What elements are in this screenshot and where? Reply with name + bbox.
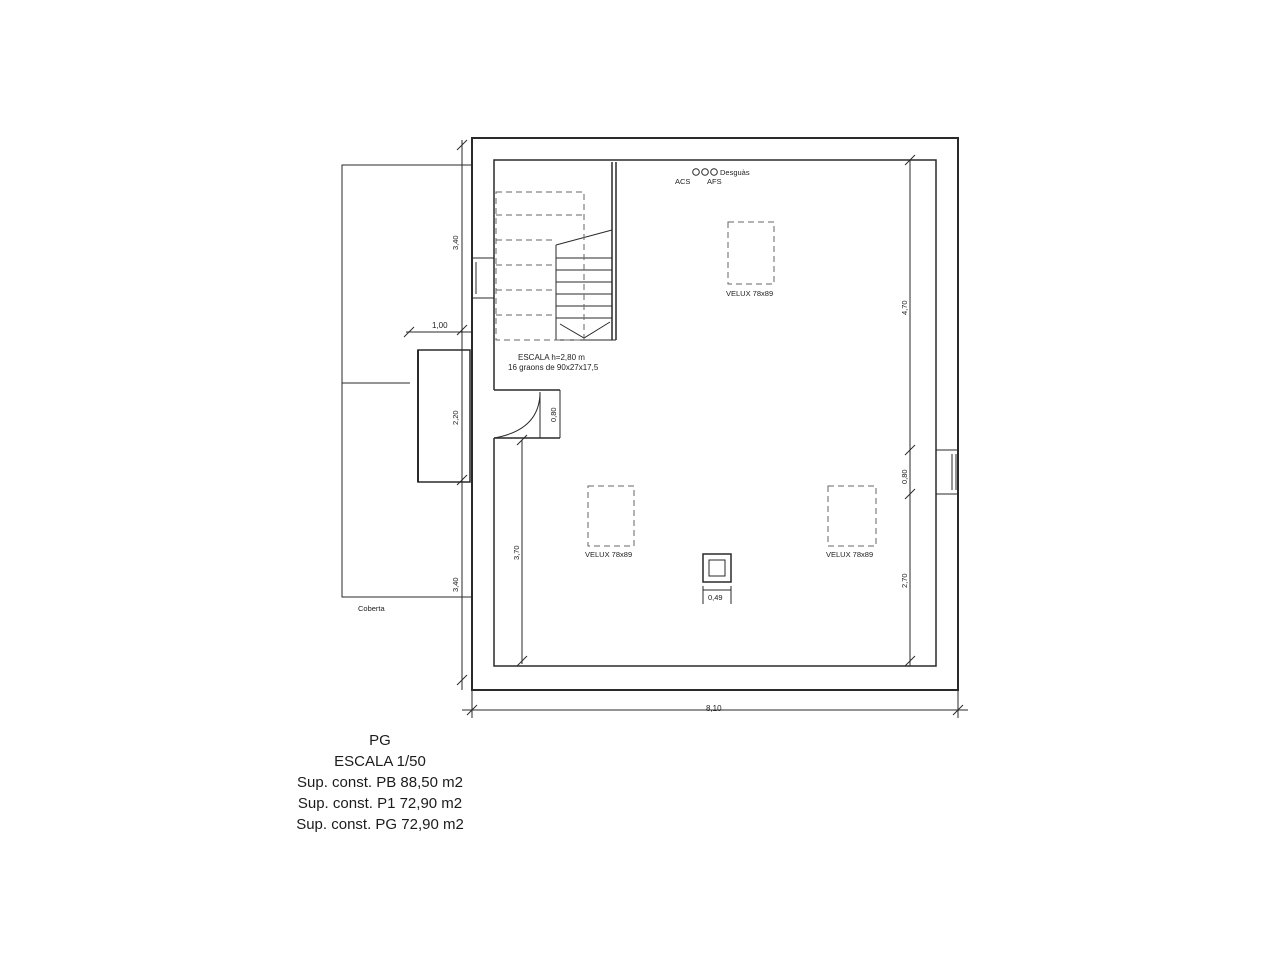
dimension-lines: 8,10 3,40 2,20 3,40 1,00 0,80 3,70 4,70 … [403, 139, 968, 718]
total-width-dimension: 8,10 [706, 704, 722, 713]
roof-width-dimension: 1,00 [432, 321, 448, 330]
outer-walls [471, 137, 959, 691]
utilities: Desguàs ACS AFS [675, 168, 750, 186]
drain-label: Desguàs [720, 168, 750, 177]
skylight-right: VELUX 78x89 [826, 485, 877, 559]
chimney-dimension: 0,49 [708, 593, 723, 602]
roof-height-bottom: 3,40 [451, 577, 460, 592]
right-bottom-dimension: 2,70 [900, 573, 909, 588]
area-p1: Sup. const. P1 72,90 m2 [297, 795, 463, 812]
skylight-label: VELUX 78x89 [726, 289, 773, 298]
roof-height-middle: 2,20 [451, 410, 460, 425]
roof-height-top: 3,40 [451, 235, 460, 250]
skylight-label: VELUX 78x89 [826, 550, 873, 559]
stair: ESCALA h=2,80 m 16 graons de 90x27x17,5 [495, 162, 617, 372]
roof-label: Coberta [358, 604, 386, 613]
skylight-label: VELUX 78x89 [585, 550, 632, 559]
chimney: 0,49 [702, 553, 732, 604]
afs-label: AFS [707, 177, 722, 186]
right-window-dimension: 0,80 [900, 469, 909, 484]
door-width-dimension: 0,80 [549, 407, 558, 422]
skylight-top: VELUX 78x89 [726, 221, 775, 298]
level-title: PG [369, 732, 391, 749]
stair-label-height: ESCALA h=2,80 m [518, 353, 585, 362]
scale-label: ESCALA 1/50 [334, 753, 426, 770]
acs-label: ACS [675, 177, 690, 186]
plan-legend: PG ESCALA 1/50 Sup. const. PB 88,50 m2 S… [260, 730, 500, 835]
area-pg: Sup. const. PG 72,90 m2 [296, 816, 464, 833]
roof-area [341, 164, 473, 598]
right-top-dimension: 4,70 [900, 300, 909, 315]
door [493, 391, 541, 439]
area-pb: Sup. const. PB 88,50 m2 [297, 774, 463, 791]
skylight-left: VELUX 78x89 [585, 485, 635, 559]
stair-label-steps: 16 graons de 90x27x17,5 [508, 363, 599, 372]
left-interior-dimension: 3,70 [512, 545, 521, 560]
